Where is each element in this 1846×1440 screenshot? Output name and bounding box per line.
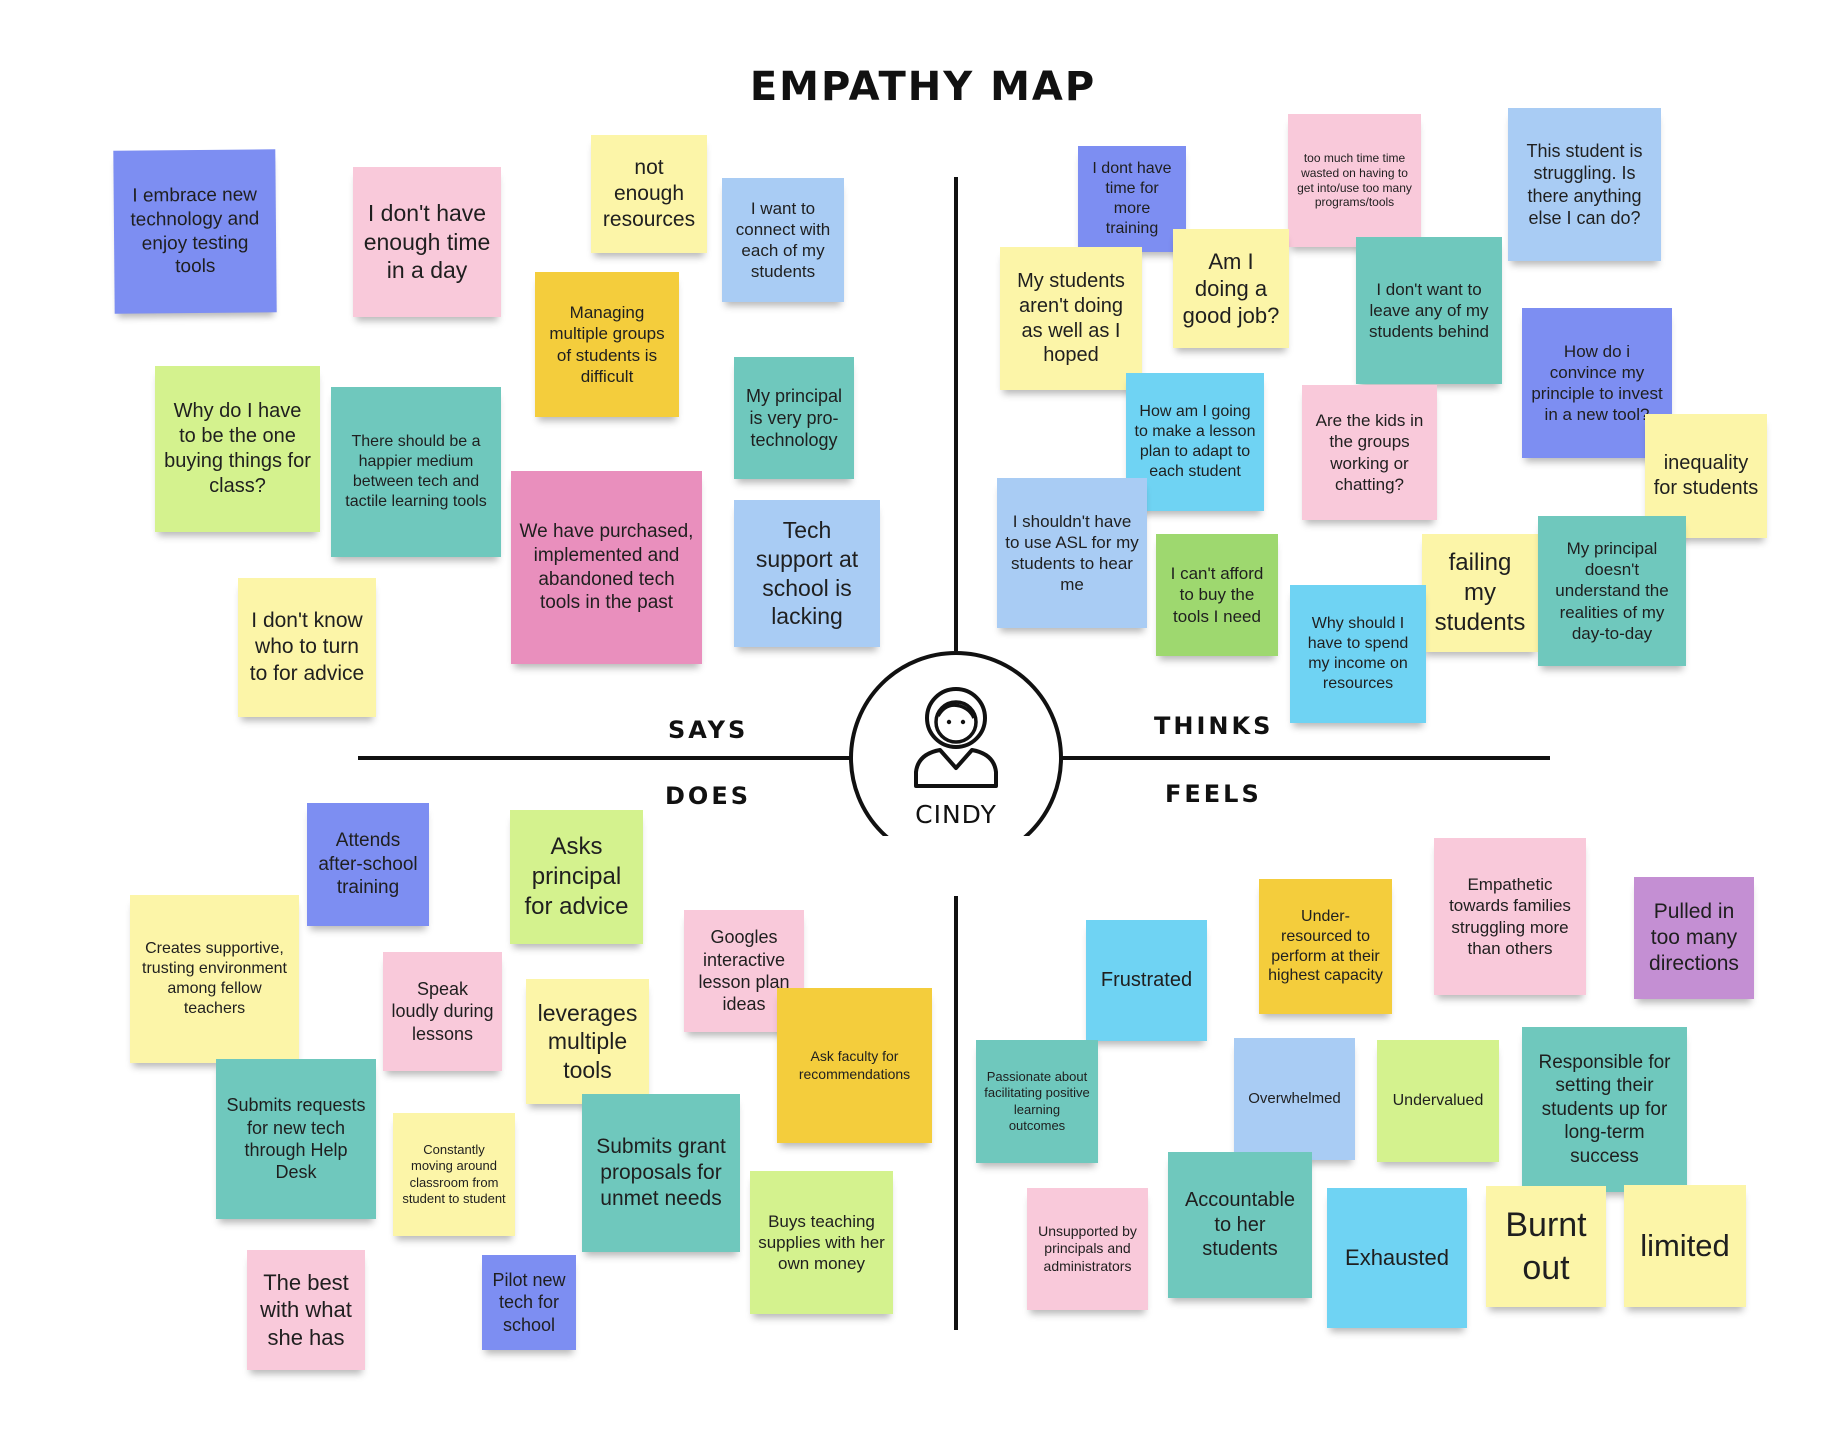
quadrant-label-does: DOES <box>665 782 752 810</box>
sticky-note[interactable]: not enough resources <box>591 135 707 253</box>
sticky-note[interactable]: too much time time wasted on having to g… <box>1288 114 1421 247</box>
sticky-note[interactable]: Constantly moving around classroom from … <box>393 1113 515 1236</box>
vertical-axis-top <box>954 177 958 651</box>
quadrant-label-says: SAYS <box>668 716 749 744</box>
sticky-note[interactable]: Googles interactive lesson plan ideas <box>684 910 804 1032</box>
sticky-note[interactable]: This student is struggling. Is there any… <box>1508 108 1661 261</box>
quadrant-label-thinks: THINKS <box>1154 712 1274 740</box>
persona-name: CINDY <box>915 800 997 829</box>
sticky-note[interactable]: Burnt out <box>1486 1186 1606 1307</box>
sticky-note[interactable]: We have purchased, implemented and aband… <box>511 471 702 664</box>
sticky-note[interactable]: My students aren't doing as well as I ho… <box>1000 247 1142 390</box>
sticky-note[interactable]: Creates supportive, trusting environment… <box>130 895 299 1063</box>
sticky-note[interactable]: Asks principal for advice <box>510 810 643 944</box>
sticky-note[interactable]: Submits grant proposals for unmet needs <box>582 1094 740 1252</box>
sticky-note[interactable]: Passionate about facilitating positive l… <box>976 1040 1098 1163</box>
sticky-note[interactable]: Attends after-school training <box>307 803 429 926</box>
sticky-note[interactable]: Undervalued <box>1377 1040 1499 1162</box>
sticky-note[interactable]: Managing multiple groups of students is … <box>535 272 679 417</box>
sticky-note[interactable]: Pilot new tech for school <box>482 1255 576 1350</box>
sticky-note[interactable]: Unsupported by principals and administra… <box>1027 1188 1148 1310</box>
sticky-note[interactable]: My principal is very pro-technology <box>734 357 854 479</box>
sticky-note[interactable]: Are the kids in the groups working or ch… <box>1302 385 1437 520</box>
sticky-note[interactable]: Tech support at school is lacking <box>734 500 880 647</box>
sticky-note[interactable]: limited <box>1624 1185 1746 1307</box>
sticky-note[interactable]: How am I going to make a lesson plan to … <box>1126 373 1264 511</box>
persona-circle <box>849 651 1063 865</box>
sticky-note[interactable]: I dont have time for more training <box>1078 146 1186 252</box>
sticky-note[interactable]: Pulled in too many directions <box>1634 877 1754 999</box>
sticky-note[interactable]: I embrace new technology and enjoy testi… <box>113 149 277 314</box>
sticky-note[interactable]: Submits requests for new tech through He… <box>216 1059 376 1219</box>
sticky-note[interactable]: Why do I have to be the one buying thing… <box>155 366 320 532</box>
person-icon <box>914 687 998 788</box>
sticky-note[interactable]: Frustrated <box>1086 920 1207 1041</box>
sticky-note[interactable]: Under-resourced to perform at their high… <box>1259 879 1392 1014</box>
sticky-note[interactable]: I want to connect with each of my studen… <box>722 178 844 302</box>
sticky-note[interactable]: Buys teaching supplies with her own mone… <box>750 1171 893 1314</box>
sticky-note[interactable]: inequality for students <box>1645 414 1767 538</box>
quadrant-label-feels: FEELS <box>1165 780 1262 808</box>
sticky-note[interactable]: My principal doesn't understand the real… <box>1538 516 1686 666</box>
sticky-note[interactable]: Accountable to her students <box>1168 1152 1312 1298</box>
sticky-note[interactable]: Ask faculty for recommendations <box>777 988 932 1143</box>
sticky-note[interactable]: Am I doing a good job? <box>1173 229 1289 348</box>
sticky-note[interactable]: I can't afford to buy the tools I need <box>1156 534 1278 656</box>
sticky-note[interactable]: Overwhelmed <box>1234 1038 1355 1160</box>
sticky-note[interactable]: I don't want to leave any of my students… <box>1356 237 1502 384</box>
sticky-note[interactable]: There should be a happier medium between… <box>331 387 501 557</box>
sticky-note[interactable]: Exhausted <box>1327 1188 1467 1328</box>
sticky-note[interactable]: leverages multiple tools <box>526 979 649 1104</box>
sticky-note[interactable]: The best with what she has <box>247 1250 365 1370</box>
sticky-note[interactable]: I don't know who to turn to for advice <box>238 578 376 717</box>
horizontal-axis-left <box>358 756 851 760</box>
sticky-note[interactable]: Empathetic towards families struggling m… <box>1434 838 1586 995</box>
sticky-note[interactable]: Why should I have to spend my income on … <box>1290 585 1426 723</box>
persona-circle-cutout <box>845 836 1067 896</box>
page-title: EMPATHY MAP <box>749 64 1097 110</box>
vertical-axis-bottom <box>954 888 958 1330</box>
sticky-note[interactable]: Speak loudly during lessons <box>383 952 502 1071</box>
sticky-note[interactable]: I shouldn't have to use ASL for my stude… <box>997 478 1147 628</box>
sticky-note[interactable]: failing my students <box>1422 534 1538 652</box>
sticky-note[interactable]: I don't have enough time in a day <box>353 167 501 317</box>
sticky-note[interactable]: Responsible for setting their students u… <box>1522 1027 1687 1192</box>
horizontal-axis-right <box>1061 756 1550 760</box>
